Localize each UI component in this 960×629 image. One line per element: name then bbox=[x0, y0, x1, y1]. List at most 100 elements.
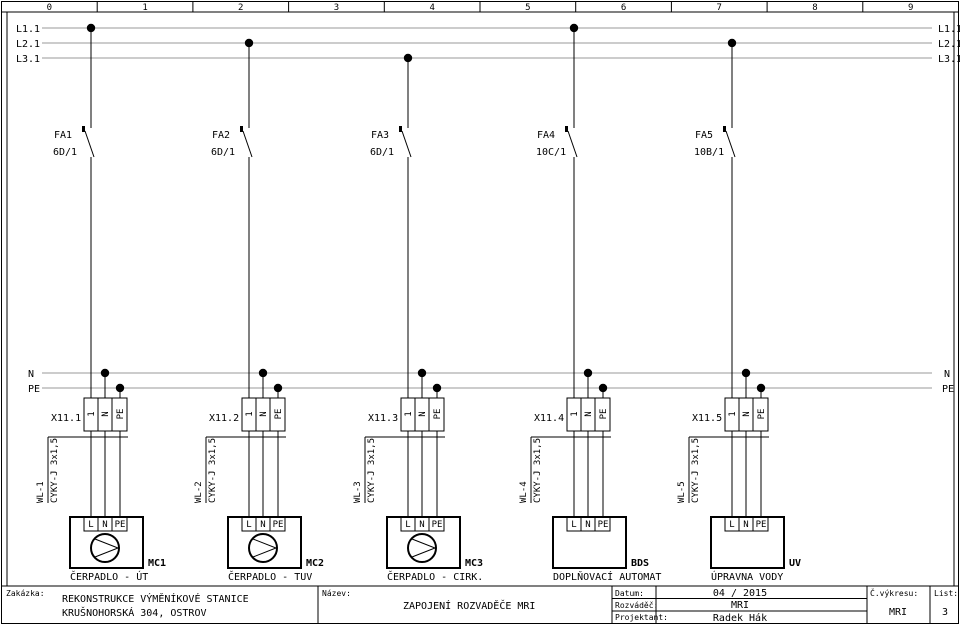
device-pin-PE bbox=[269, 516, 286, 532]
grid-column-label: 9 bbox=[908, 3, 913, 13]
terminal-pin-label: 1 bbox=[570, 411, 580, 416]
titleblock-label: List: bbox=[934, 589, 958, 598]
terminal-pin-label: 1 bbox=[404, 411, 414, 416]
device-description: ÚPRAVNA VODY bbox=[711, 570, 783, 583]
grid-column-label: 7 bbox=[717, 3, 722, 13]
device-id: UV bbox=[789, 558, 801, 569]
device-description: ČERPADLO - TUV bbox=[228, 570, 312, 583]
busbar-label-left: L3.1 bbox=[16, 54, 40, 65]
device-pin-label: N bbox=[743, 520, 748, 530]
pe-junction-dot bbox=[115, 383, 125, 393]
terminal-pin-label: 1 bbox=[245, 411, 255, 416]
device-pin-label: L bbox=[88, 520, 93, 530]
project-address: KRUŠNOHORSKÁ 304, OSTROV bbox=[62, 606, 207, 619]
neutral-junction-dot bbox=[100, 368, 110, 378]
busbar-label-left: L2.1 bbox=[16, 39, 40, 50]
terminal-pin-label: N bbox=[418, 411, 428, 416]
breaker-rating: 10B/1 bbox=[694, 147, 724, 158]
terminal-pin-label: 1 bbox=[87, 411, 97, 416]
pump-arrow-icon bbox=[411, 538, 437, 558]
device-pin-PE bbox=[752, 516, 769, 532]
device-pin-label: N bbox=[419, 520, 424, 530]
device-pin-label: N bbox=[585, 520, 590, 530]
device-pin-label: PE bbox=[598, 520, 609, 530]
grid-column-label: 8 bbox=[812, 3, 817, 13]
cable-id: WL-1 bbox=[36, 481, 46, 503]
pump-symbol-icon bbox=[90, 533, 120, 563]
breaker-id: FA4 bbox=[537, 130, 555, 141]
device-pin-PE bbox=[428, 516, 445, 532]
phase-junction-dot bbox=[244, 38, 254, 48]
breaker-mechanism bbox=[399, 126, 402, 132]
busbar-label-right: L3.1 bbox=[938, 54, 960, 65]
busbar-label-right: PE bbox=[942, 384, 954, 395]
busbar-label-right: N bbox=[944, 369, 950, 380]
titleblock-label: Datum: bbox=[615, 589, 644, 598]
pump-symbol-icon bbox=[248, 533, 278, 563]
phase-junction-dot bbox=[86, 23, 96, 33]
busbar-label-right: L1.1 bbox=[938, 24, 960, 35]
terminal-block-id: X11.5 bbox=[692, 413, 722, 424]
breaker-id: FA1 bbox=[54, 130, 72, 141]
terminal-pin-label: N bbox=[259, 411, 269, 416]
breaker-blade bbox=[84, 130, 95, 158]
busbar-label-left: N bbox=[28, 369, 34, 380]
titleblock-label: Rozváděč: bbox=[615, 600, 658, 610]
device-pin-label: PE bbox=[432, 520, 443, 530]
phase-junction-dot bbox=[727, 38, 737, 48]
device-pin-label: PE bbox=[756, 520, 767, 530]
device-id: BDS bbox=[631, 558, 649, 569]
drawing-area-border bbox=[6, 11, 955, 587]
device-description: ČERPADLO - CIRK. bbox=[387, 570, 483, 583]
cable-type: CYKY-J 3x1,5 bbox=[533, 438, 543, 503]
grid-column-label: 0 bbox=[47, 3, 52, 13]
device-description: ČERPADLO - ÚT bbox=[70, 570, 148, 583]
terminal-pin-label: N bbox=[742, 411, 752, 416]
breaker-mechanism bbox=[240, 126, 243, 132]
terminal-pin-label: N bbox=[101, 411, 111, 416]
pump-arrow-icon bbox=[94, 538, 120, 558]
cable-id: WL-2 bbox=[194, 481, 204, 503]
phase-junction-dot bbox=[403, 53, 413, 63]
pump-arrow-icon bbox=[252, 538, 278, 558]
neutral-junction-dot bbox=[741, 368, 751, 378]
breaker-rating: 6D/1 bbox=[53, 147, 77, 158]
cable-type: CYKY-J 3x1,5 bbox=[691, 438, 701, 503]
titleblock-label: Projektant: bbox=[615, 613, 668, 622]
breaker-mechanism bbox=[723, 126, 726, 132]
phase-junction-dot bbox=[569, 23, 579, 33]
breaker-blade bbox=[567, 130, 578, 158]
drawing-number: MRI bbox=[889, 607, 907, 618]
device-pin-label: PE bbox=[115, 520, 126, 530]
switchboard-name: MRI bbox=[731, 600, 749, 611]
cable-id: WL-3 bbox=[353, 481, 363, 503]
titleblock-label: Zakázka: bbox=[6, 589, 45, 598]
device-pin-label: PE bbox=[273, 520, 284, 530]
device-pin-label: N bbox=[102, 520, 107, 530]
title-block: Zakázka: REKONSTRUKCE VÝMĚNÍKOVÉ STANICEK… bbox=[1, 585, 959, 624]
cable-id: WL-4 bbox=[519, 481, 529, 503]
cable-type: CYKY-J 3x1,5 bbox=[50, 438, 60, 503]
titleblock-label: Č.výkresu: bbox=[870, 587, 918, 598]
titleblock-label: Název: bbox=[322, 589, 351, 598]
device-pin-label: L bbox=[571, 520, 576, 530]
grid-column-label: 4 bbox=[429, 3, 434, 13]
grid-column-label: 1 bbox=[142, 3, 147, 13]
neutral-junction-dot bbox=[258, 368, 268, 378]
device-pin-label: L bbox=[405, 520, 410, 530]
breaker-mechanism bbox=[565, 126, 568, 132]
grid-column-label: 3 bbox=[334, 3, 339, 13]
pump-symbol-icon bbox=[407, 533, 437, 563]
device-pin-label: L bbox=[729, 520, 734, 530]
breaker-blade bbox=[242, 130, 253, 158]
terminal-pin-label: PE bbox=[599, 409, 609, 420]
device-pin-label: L bbox=[246, 520, 251, 530]
breaker-rating: 10C/1 bbox=[536, 147, 566, 158]
breaker-blade bbox=[725, 130, 736, 158]
project-name: REKONSTRUKCE VÝMĚNÍKOVÉ STANICE bbox=[62, 592, 249, 605]
